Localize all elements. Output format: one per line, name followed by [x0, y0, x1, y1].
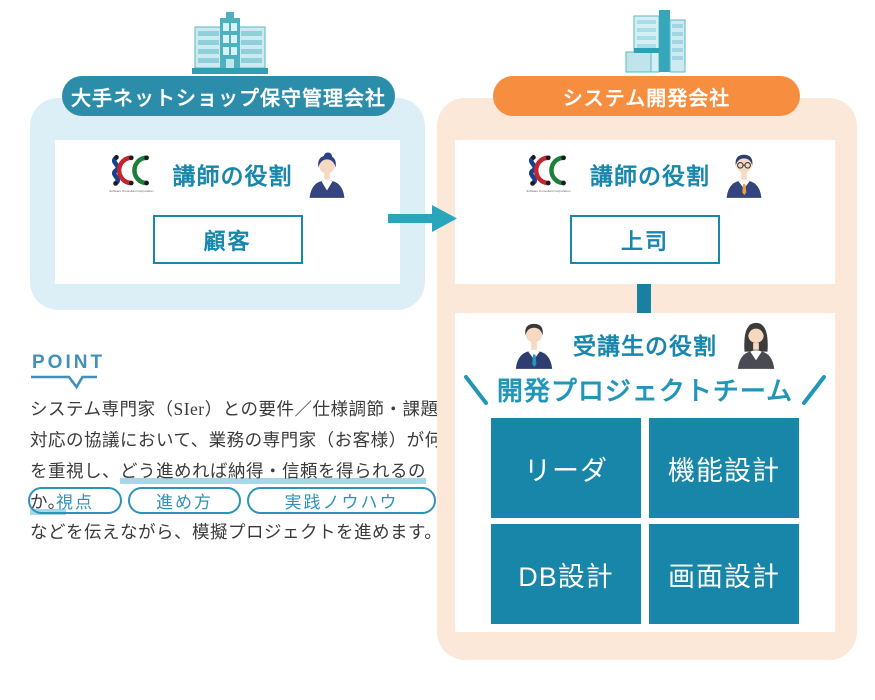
team-label: 開発プロジェクトチーム	[496, 376, 794, 406]
point-closing: などを伝えながら、模擬プロジェクトを進めます。	[30, 522, 443, 542]
vertical-connector	[637, 284, 651, 313]
role-box-function-design: 機能設計	[649, 418, 799, 518]
female-student-avatar	[733, 319, 779, 369]
role-db-design-label: DB設計	[518, 561, 614, 592]
tag-viewpoint: 視点	[28, 487, 122, 514]
right-instructor-card: Software Consultant Corporation 講師の役割	[455, 140, 835, 284]
team-row: 開発プロジェクトチーム	[463, 371, 827, 408]
left-company-title: 大手ネットショップ保守管理会社	[71, 87, 386, 110]
right-instructor-label: 講師の役割	[590, 163, 710, 189]
male-instructor-avatar	[722, 150, 766, 198]
tag-viewpoint-label: 視点	[56, 493, 94, 512]
left-instructor-label: 講師の役割	[172, 163, 293, 189]
roles-grid: リーダ 機能設計 DB設計 画面設計	[491, 418, 799, 624]
point-tags: 視点 進め方 実践ノウハウ	[28, 487, 436, 514]
left-instructor-row: Software Consultant Corporation 講師の役割	[107, 150, 349, 198]
female-instructor-avatar	[305, 150, 349, 198]
role-box-screen-design: 画面設計	[649, 524, 799, 624]
role-leader-label: リーダ	[524, 455, 608, 486]
office-building-icon	[190, 10, 270, 74]
male-student-avatar	[511, 319, 557, 369]
point-underline-icon	[30, 375, 100, 390]
right-instructor-row: Software Consultant Corporation 講師の役割	[524, 150, 766, 198]
backslash-icon	[463, 374, 489, 406]
students-label: 受講生の役割	[573, 333, 717, 359]
tag-approach: 進め方	[128, 487, 241, 514]
point-text-highlight-1: どう進めれば納得・	[120, 461, 282, 484]
role-box-leader: リーダ	[491, 418, 641, 518]
scc-logo-caption: Software Consultant Corporation	[109, 189, 154, 193]
tag-approach-label: 進め方	[156, 493, 213, 512]
right-company-title: システム開発会社	[562, 87, 731, 110]
point-heading: POINT	[32, 352, 106, 373]
left-role-value: 顧客	[203, 228, 252, 254]
role-box-db-design: DB設計	[491, 524, 641, 624]
right-company-header: システム開発会社	[493, 76, 800, 116]
scc-logo-caption: Software Consultant Corporation	[526, 189, 571, 193]
scc-logo: Software Consultant Corporation	[107, 152, 161, 196]
left-company-header: 大手ネットショップ保守管理会社	[62, 76, 395, 116]
students-card: 受講生の役割 開発プロジェクトチーム	[455, 313, 835, 632]
left-role-box: 顧客	[152, 215, 303, 264]
point-text-1: システム専門家（SIer）との要件／仕様調節・課題対応の協議において、業務の専門…	[30, 399, 443, 481]
slash-icon	[801, 374, 827, 406]
tag-knowhow-label: 実践ノウハウ	[284, 493, 399, 512]
right-role-value: 上司	[620, 228, 669, 254]
role-screen-design-label: 画面設計	[668, 561, 780, 592]
role-function-design-label: 機能設計	[668, 455, 780, 486]
right-role-box: 上司	[570, 215, 720, 264]
left-instructor-card: Software Consultant Corporation 講師の役割 顧客	[55, 140, 400, 284]
right-arrow-icon	[388, 203, 458, 234]
students-header-row: 受講生の役割	[511, 319, 779, 369]
tag-knowhow: 実践ノウハウ	[247, 487, 436, 514]
skyscraper-building-icon	[618, 8, 703, 74]
scc-logo: Software Consultant Corporation	[524, 152, 578, 196]
